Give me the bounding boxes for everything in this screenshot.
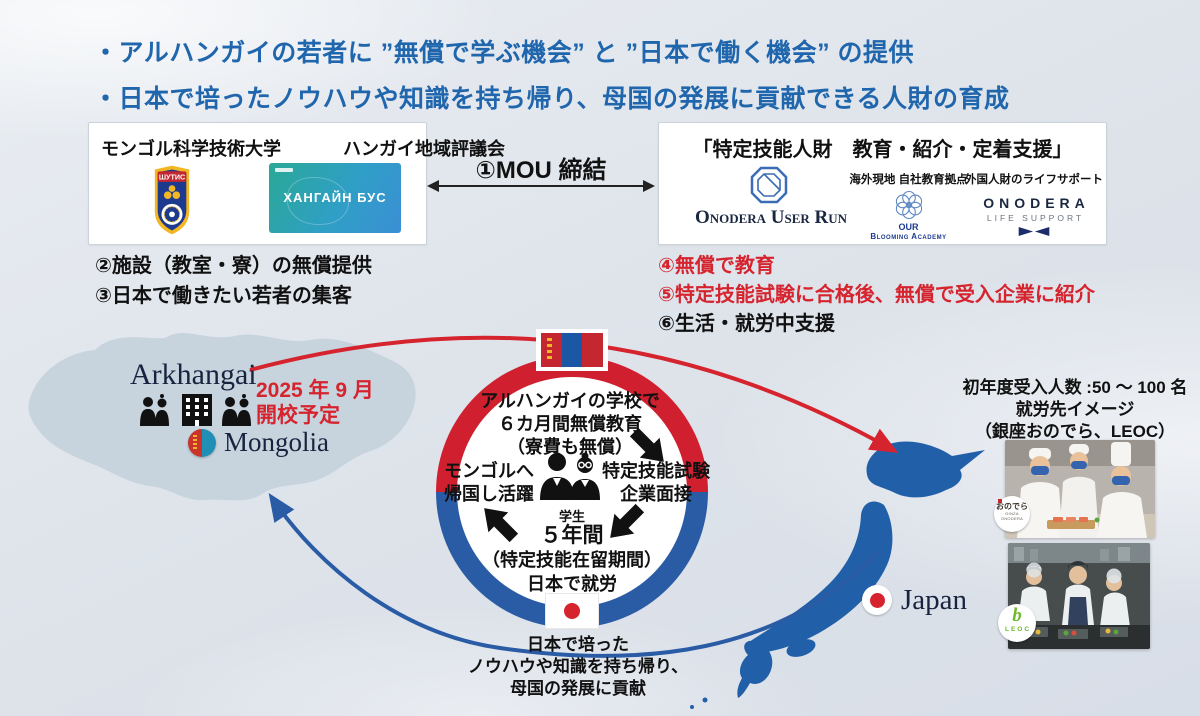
blue-route-arrow [268, 493, 880, 658]
cycle-arrow-down-left-icon [610, 503, 645, 538]
point-5-referral: ⑤特定技能試験に合格後、無償で受入企業に紹介 [658, 284, 1095, 306]
workplace-title: 就労先イメージ [1015, 400, 1135, 419]
cycle-step-work: ５年間 （特定技能在留期間） 日本で就労 [482, 524, 662, 594]
cycle-step-exam: 特定技能試験 企業面接 [602, 461, 710, 504]
japan-label: Japan [901, 584, 968, 616]
japan-flag-icon [546, 594, 598, 628]
khangain-bus-text: ХАНГАЙН БУС [283, 190, 387, 205]
students-icon [540, 452, 600, 500]
school-open-note: 開校予定 [256, 404, 340, 427]
arkhangai-label: Arkhangai [130, 358, 257, 391]
khangain-bus-small-mark [275, 168, 293, 172]
support-box-title: 「特定技能人財 教育・紹介・定着支援」 [692, 139, 1073, 161]
shutis-university-logo: ШУТИС [154, 165, 190, 235]
ginza-onodera-seal [998, 499, 1002, 503]
employment-info: 初年度受入人数 :50 〜 100 名 就労先イメージ （銀座おのでら、LEOC… [950, 377, 1200, 443]
blooming-academy-our-text: OUR [898, 222, 919, 232]
partner2-name: ハンガイ地域評議会 [343, 139, 505, 159]
intake-count: 初年度受入人数 :50 〜 100 名 [962, 378, 1188, 397]
onodera-life-support-wordmark: ONODERA [983, 195, 1090, 211]
students-caption: 学生 [558, 509, 585, 524]
ginza-onodera-mark: おのでら [996, 502, 1028, 511]
onodera-support-box: 「特定技能人財 教育・紹介・定着支援」 Onodera User Run 海外現… [658, 122, 1107, 245]
cycle-step-return: モンゴルへ 帰国し活躍 [444, 461, 534, 504]
life-support-subtext: LIFE SUPPORT [986, 213, 1085, 223]
blooming-academy-wordmark: Blooming Academy [870, 232, 947, 241]
mou-label: ①MOU 締結 [475, 157, 607, 184]
japan-flag-marker-icon [862, 585, 892, 615]
life-support-bowtie-icon [1018, 227, 1050, 236]
point-6-living-support: ⑥生活・就労中支援 [658, 313, 835, 335]
leoc-mark: b [1012, 605, 1022, 626]
blooming-academy-flower-icon [895, 190, 923, 220]
mongolia-label: Mongolia [224, 427, 329, 457]
header-line-1: ・アルハンガイの若者に ”無償で学ぶ機会” と ”日本で働く機会” の提供 [93, 39, 915, 67]
header-line-2: ・日本で培ったノウハウや知識を持ち帰り、母国の発展に貢献できる人財の育成 [93, 85, 1010, 113]
shutis-logo-text: ШУТИС [159, 173, 185, 181]
mongolia-flag-icon [188, 429, 216, 457]
ginza-onodera-badge: おのでら GINZA ONODERA [994, 496, 1030, 532]
mongolia-flag-top-patch [536, 329, 608, 371]
onodera-user-run-octagon-icon [750, 166, 788, 204]
partner1-name: モンゴル科学技術大学 [101, 139, 281, 159]
point-4-free-education: ④無償で教育 [658, 255, 775, 277]
return-note: 日本で培った ノウハウや知識を持ち帰り、 母国の発展に貢献 [467, 635, 689, 698]
workplace-names: （銀座おのでら、LEOC） [974, 422, 1176, 441]
cycle-step-school: アルハンガイの学校で ６カ月間無償教育 （寮費も無償） [480, 391, 660, 457]
point-3-recruiting: ③日本で働きたい若者の集客 [95, 285, 352, 307]
school-open-date: 2025 年 9 月 [256, 379, 374, 402]
leoc-badge: b LEOC [998, 604, 1036, 642]
leoc-caption: LEOC [1004, 626, 1032, 633]
cycle-arrow-down-right-icon [629, 427, 664, 462]
japan-map [690, 441, 985, 709]
mou-double-arrow-icon [427, 180, 655, 192]
mongolia-flag-top-icon [541, 333, 604, 367]
soyombo-mark [193, 435, 197, 451]
point-2-facilities: ②施設（教室・寮）の無償提供 [95, 255, 372, 277]
khangain-bus-logo: ХАНГАЙН БУС [269, 163, 401, 233]
cycle-arrow-up-left-icon [484, 508, 519, 543]
life-support-label: 外国人財のライフサポート [965, 174, 1103, 186]
khangain-map-outline [287, 177, 349, 225]
students-and-school-icon [140, 394, 251, 426]
onodera-user-run-wordmark: Onodera User Run [694, 207, 848, 228]
ginza-onodera-caption: GINZA ONODERA [1000, 511, 1024, 521]
overseas-academy-label: 海外現地 自社教育拠点 [849, 174, 968, 186]
mongolia-map [28, 332, 416, 501]
mongolia-partners-box: モンゴル科学技術大学 ハンガイ地域評議会 ШУТИС ХАНГАЙН БУС [88, 122, 505, 245]
photo-ginza-onodera [1005, 440, 1155, 538]
